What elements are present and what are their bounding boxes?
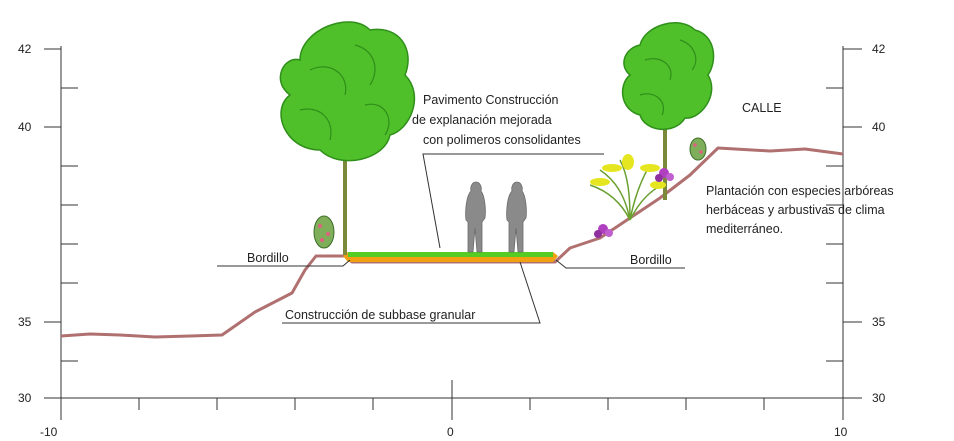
calle-label: CALLE <box>742 101 782 115</box>
lavender-right <box>655 168 674 182</box>
tree-crown-detail <box>299 44 390 141</box>
right-axis: 42 40 35 30 <box>826 42 886 405</box>
right-axis-label: 40 <box>872 120 886 134</box>
grass-blade <box>589 184 631 221</box>
plantacion-label-line: herbáceas y arbustivas de clima <box>706 203 885 217</box>
left-axis-label: 35 <box>18 315 32 329</box>
pedestrians <box>465 181 527 253</box>
bottom-axis-label: 0 <box>447 425 454 439</box>
lavender-icon <box>655 174 663 182</box>
pavement-top-layer <box>348 252 553 257</box>
grass-blade <box>619 159 631 221</box>
person-icon <box>506 181 527 253</box>
flower-dot <box>320 238 324 242</box>
grass-flower <box>640 164 660 172</box>
grass-flower <box>602 164 622 172</box>
annotations: Pavimento Construcción de explanación me… <box>247 93 894 322</box>
right-axis-label: 35 <box>872 315 886 329</box>
grass-flower <box>650 181 666 189</box>
curb-right <box>553 252 558 262</box>
bottom-axis-label: -10 <box>40 425 58 439</box>
subbase-leader <box>282 261 541 324</box>
shrub-icon <box>689 137 707 161</box>
bordillo-right-leader <box>555 259 685 269</box>
left-axis: 42 40 35 30 <box>18 42 78 405</box>
shrub-left <box>313 215 335 249</box>
bottom-axis-label: 10 <box>834 425 848 439</box>
plantacion-label-line: mediterráneo. <box>706 222 783 236</box>
right-axis-label: 30 <box>872 391 886 405</box>
pavimento-label-line: Pavimento Construcción <box>423 93 559 107</box>
shrub-right <box>689 137 707 161</box>
grass-flower <box>590 178 610 186</box>
lavender-icon <box>594 230 602 238</box>
lavender-icon <box>605 229 613 237</box>
pavement-subbase-layer <box>348 257 553 262</box>
pavimento-leader <box>422 153 604 249</box>
left-axis-label: 42 <box>18 42 32 56</box>
ornamental-grass <box>589 154 666 221</box>
lavender-icon <box>666 173 674 181</box>
bordillo-right-label: Bordillo <box>630 253 672 267</box>
flower-dot <box>318 224 322 228</box>
right-tree <box>621 22 715 200</box>
bordillo-left-leader <box>217 259 351 267</box>
flower-dot <box>699 150 703 154</box>
flower-dot <box>693 143 697 147</box>
shrub-icon <box>313 215 335 249</box>
pavement <box>343 252 558 262</box>
person-icon <box>465 181 486 253</box>
bordillo-left-label: Bordillo <box>247 251 289 265</box>
grass-flower <box>622 154 634 170</box>
tree-trunk <box>343 160 347 255</box>
left-tree <box>279 21 416 255</box>
lavender-left <box>594 224 613 238</box>
left-axis-label: 30 <box>18 391 32 405</box>
tree-crown <box>621 22 715 131</box>
tree-crown <box>279 21 416 162</box>
flower-dot <box>326 232 330 236</box>
plantacion-label-line: Plantación con especies arbóreas <box>706 184 894 198</box>
leader-lines <box>217 153 685 324</box>
pavimento-label-line: con polimeros consolidantes <box>423 133 581 147</box>
tree-trunk <box>663 120 667 200</box>
right-axis-label: 42 <box>872 42 886 56</box>
tree-crown-detail <box>639 39 697 116</box>
pavimento-label-line: de explanación mejorada <box>412 113 552 127</box>
left-axis-label: 40 <box>18 120 32 134</box>
grass-blade <box>599 169 631 221</box>
bottom-axis: -10 0 10 <box>40 380 848 439</box>
subbase-label: Construcción de subbase granular <box>285 308 475 322</box>
